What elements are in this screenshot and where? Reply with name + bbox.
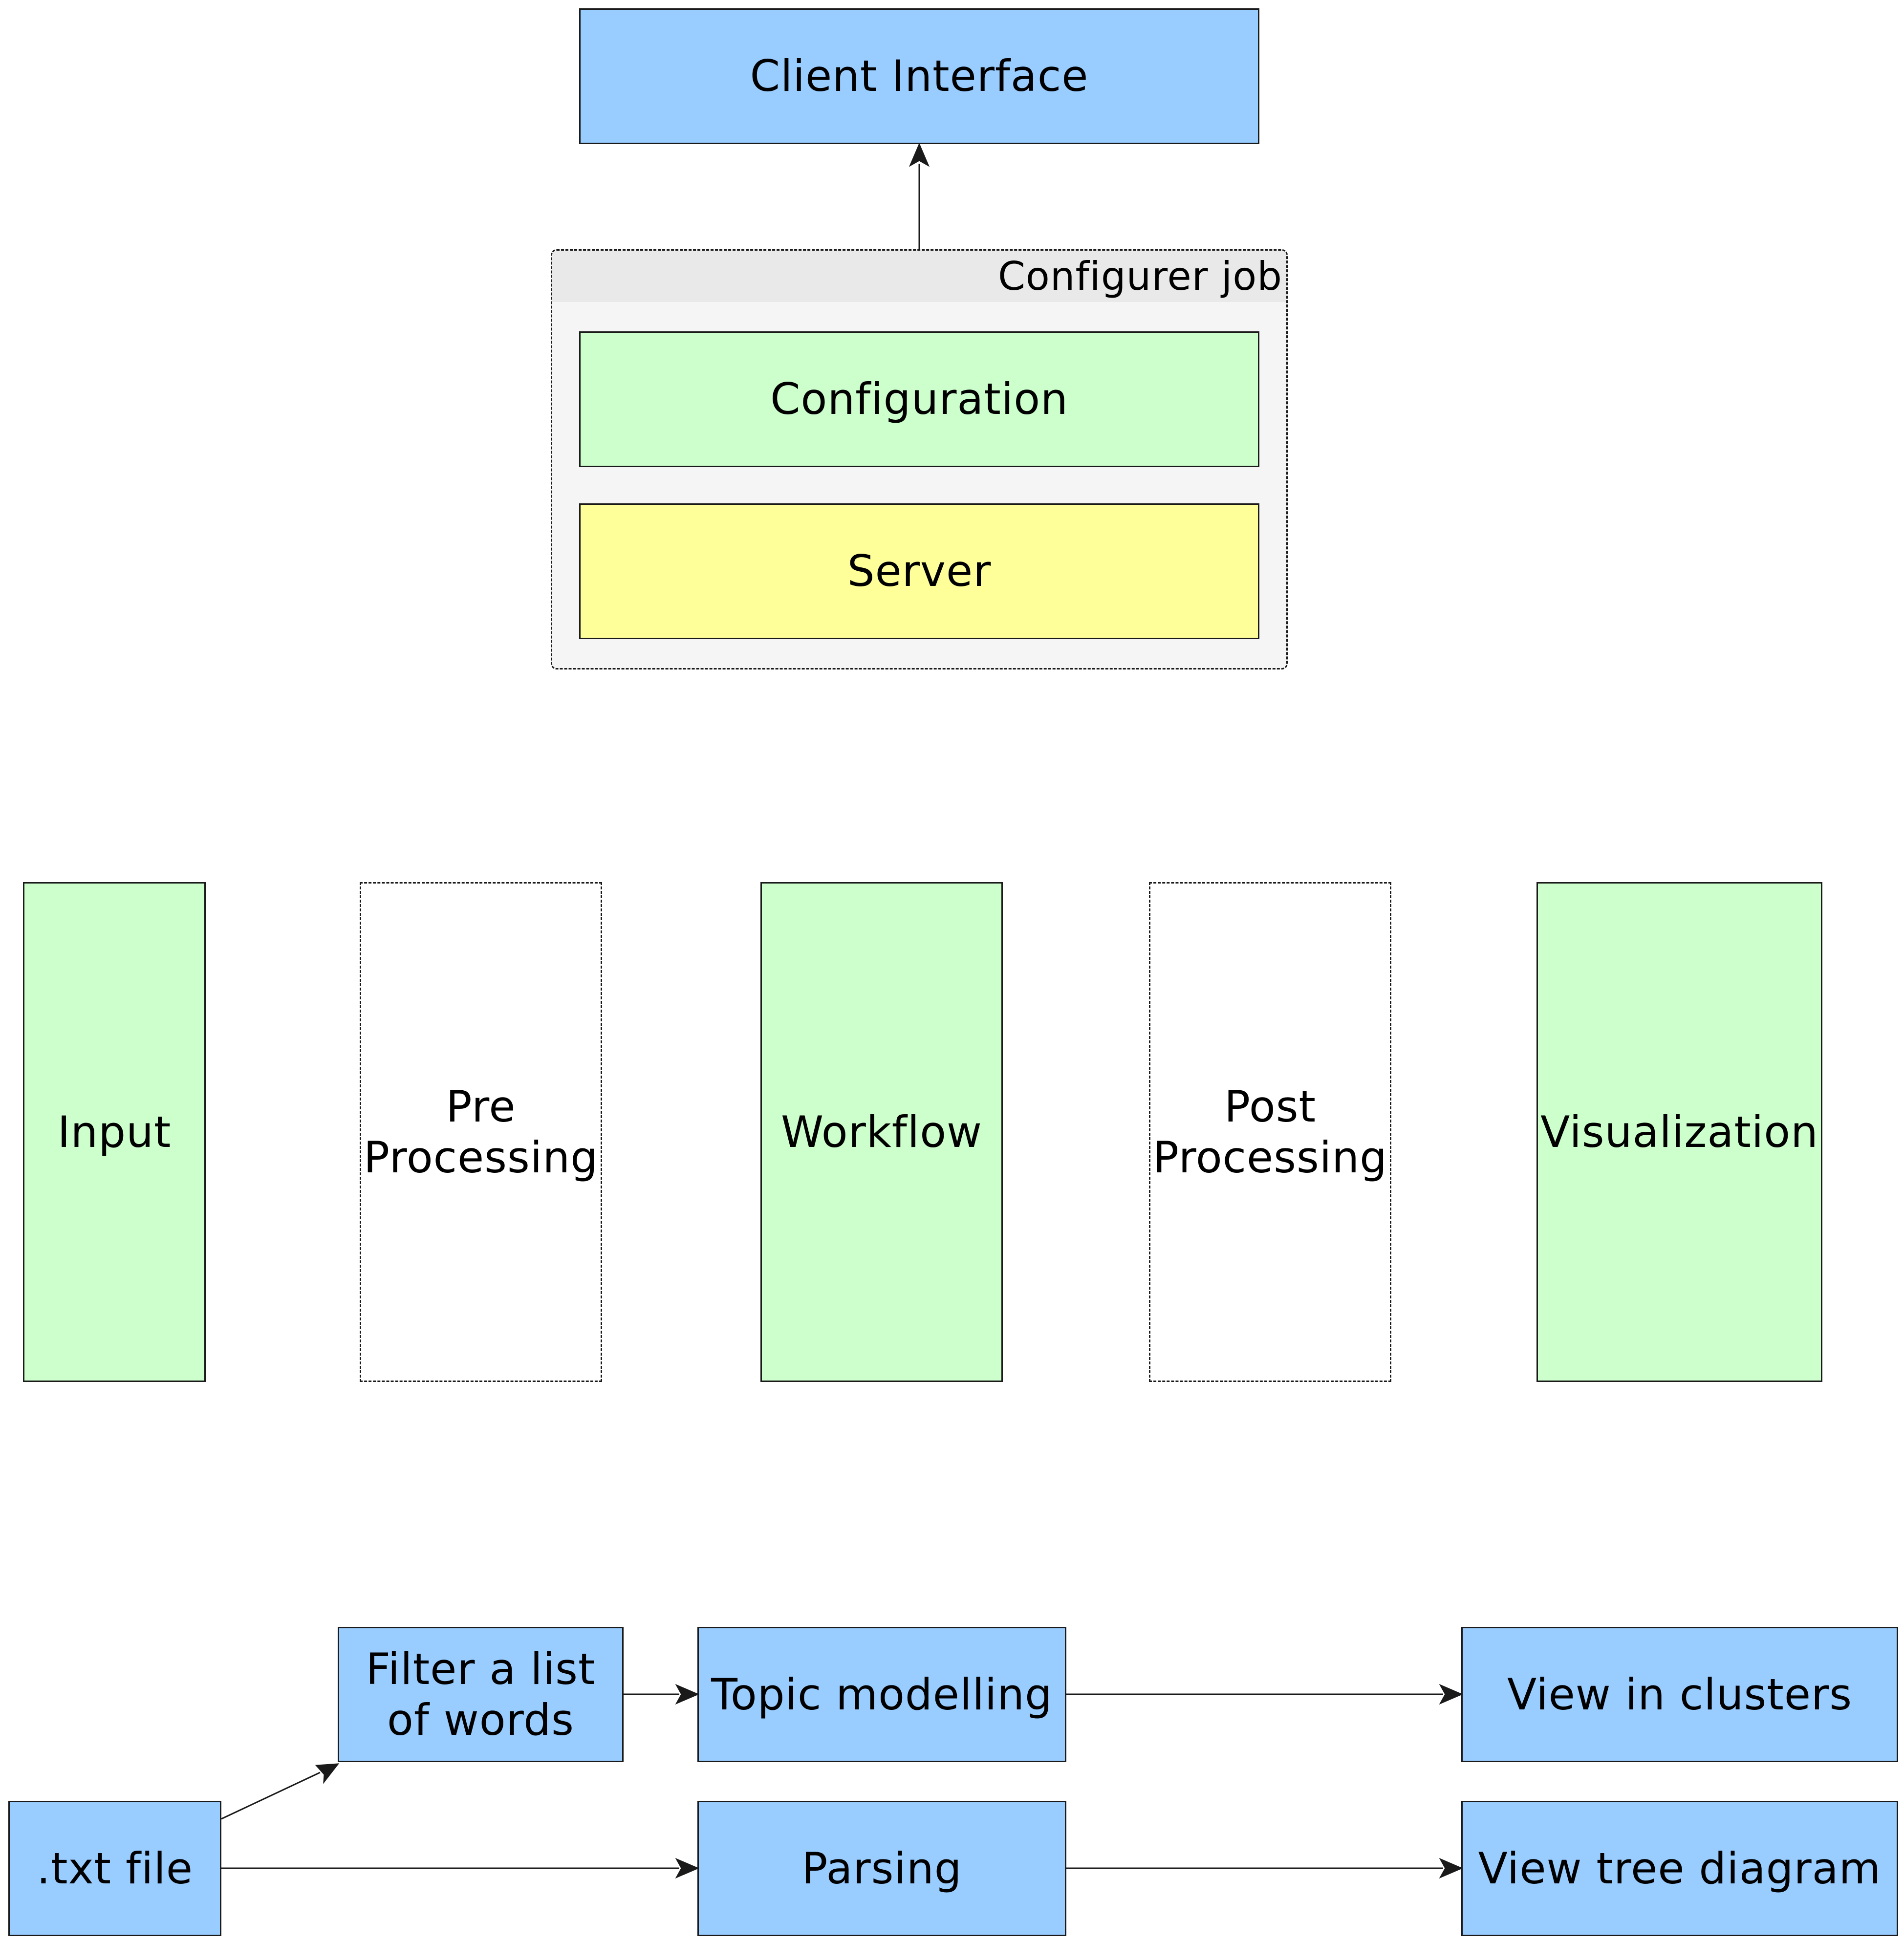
configurer-job-title: Configurer job xyxy=(552,251,1286,302)
input-stage-box: Input xyxy=(23,882,206,1382)
post-processing-stage-box: Post Processing xyxy=(1149,882,1391,1382)
parsing-box: Parsing xyxy=(697,1801,1066,1936)
arrowhead-parsing xyxy=(675,1857,699,1879)
topic-modelling-box: Topic modelling xyxy=(697,1627,1066,1762)
filter-words-box: Filter a list of words xyxy=(338,1627,624,1762)
client-interface-box: Client Interface xyxy=(579,8,1259,144)
server-label: Server xyxy=(847,546,992,597)
arrowhead-filter xyxy=(315,1763,340,1784)
visualization-stage-box: Visualization xyxy=(1536,882,1822,1382)
view-tree-box: View tree diagram xyxy=(1461,1801,1898,1936)
configuration-label: Configuration xyxy=(770,374,1068,425)
input-stage-label: Input xyxy=(57,1106,172,1157)
view-clusters-label: View in clusters xyxy=(1507,1669,1853,1720)
pre-processing-stage-label: Pre Processing xyxy=(364,1081,598,1183)
edge-txt-to-filter xyxy=(221,1771,321,1820)
arrowhead-clusters xyxy=(1439,1684,1463,1705)
view-clusters-box: View in clusters xyxy=(1461,1627,1898,1762)
server-box: Server xyxy=(579,503,1259,639)
arrowhead-client xyxy=(909,143,930,167)
view-tree-label: View tree diagram xyxy=(1478,1843,1882,1894)
filter-words-label: Filter a list of words xyxy=(366,1643,596,1745)
pre-processing-stage-box: Pre Processing xyxy=(360,882,602,1382)
client-interface-label: Client Interface xyxy=(750,51,1089,102)
parsing-label: Parsing xyxy=(801,1843,962,1894)
post-processing-stage-label: Post Processing xyxy=(1153,1081,1387,1183)
workflow-stage-label: Workflow xyxy=(780,1106,983,1157)
configuration-box: Configuration xyxy=(579,331,1259,467)
workflow-stage-box: Workflow xyxy=(760,882,1003,1382)
visualization-stage-label: Visualization xyxy=(1540,1106,1818,1157)
topic-modelling-label: Topic modelling xyxy=(711,1669,1053,1720)
arrowhead-tree xyxy=(1439,1857,1463,1879)
txt-file-label: .txt file xyxy=(36,1843,194,1894)
arrowhead-topic xyxy=(675,1684,699,1705)
txt-file-box: .txt file xyxy=(8,1801,221,1936)
